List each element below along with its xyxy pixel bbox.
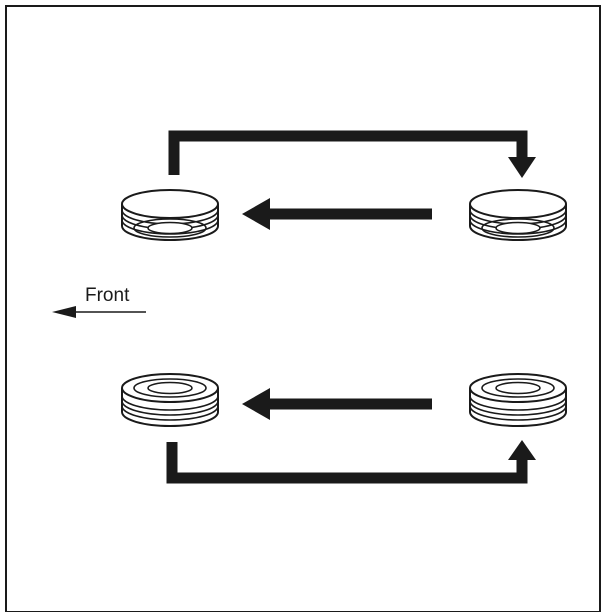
arrow-front-left-to-rear-left [168, 130, 536, 178]
arrow-rear-right-to-front-right [242, 388, 432, 420]
tire-front-left [121, 189, 219, 241]
tire-rear-left [469, 189, 567, 241]
front-arrow-head [52, 306, 76, 318]
front-label: Front [85, 285, 130, 306]
tire-rear-right [469, 373, 567, 427]
front-direction-indicator: Front [52, 285, 146, 318]
arrow-rear-left-to-front-left [242, 198, 432, 230]
arrow-front-right-to-rear-right [166, 440, 536, 484]
tire-front-right [121, 373, 219, 427]
diagram-frame [5, 5, 601, 612]
